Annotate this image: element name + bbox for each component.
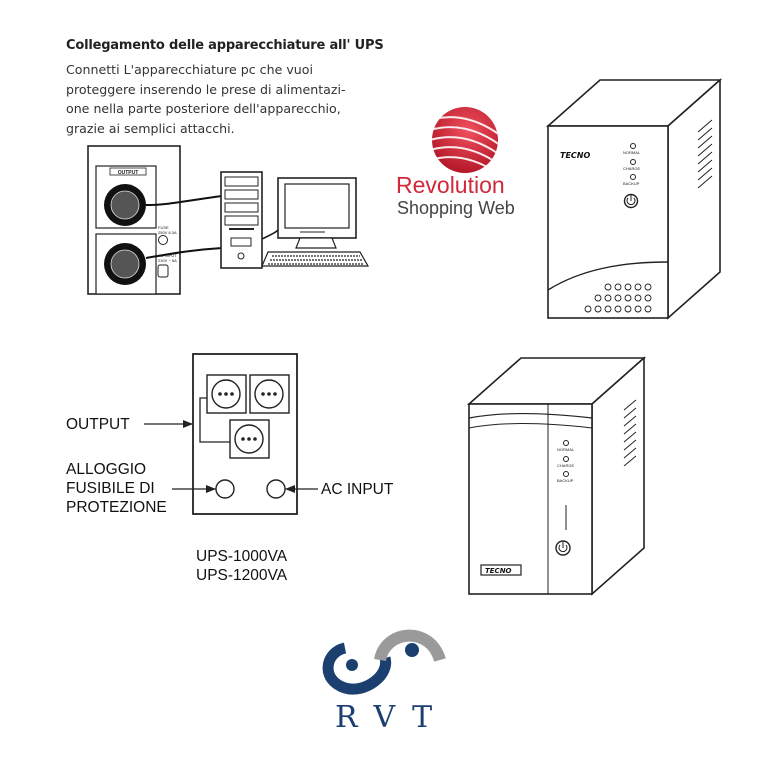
diagram-ac-input-label: AC INPUT <box>158 253 177 258</box>
diagram-fuse-rating: 250V 6.3A <box>158 230 177 235</box>
model-name: UPS-1200VA <box>196 567 288 584</box>
intro-line: grazie ai semplici attacchi. <box>66 120 235 136</box>
fuse-holder <box>158 235 168 245</box>
indicator-charge-top: CHARGE <box>623 166 640 171</box>
indicator-backup-bottom: BACKUP <box>557 478 574 483</box>
intro-line: proteggere inserendo le prese di aliment… <box>66 81 346 97</box>
indicator-backup-top: BACKUP <box>623 181 640 186</box>
intro-line: one nella parte posteriore dell'apparecc… <box>66 101 341 116</box>
diagram-output-label: OUTPUT <box>118 170 139 176</box>
rear-ac-input-label: AC INPUT <box>321 481 394 498</box>
intro-line: Connetti L'apparecchiature pc che vuoi <box>66 62 313 77</box>
page-title: Collegamento delle apparecchiature all' … <box>66 38 384 53</box>
indicator-charge-bottom: CHARGE <box>557 463 574 468</box>
diagram-ac-input-rating: 230V ~ 5A <box>158 258 177 263</box>
device-brand-top: TECNO <box>560 151 590 160</box>
diagram-fuse-label: FUSE <box>158 225 169 230</box>
indicator-normal-top: NORMAL <box>623 150 641 155</box>
indicator-normal-bottom: NORMAL <box>557 447 575 452</box>
ac-input-socket <box>157 264 169 278</box>
rear-fuse-label-line: FUSIBILE DI <box>66 480 155 497</box>
revolution-wordmark: Revolution <box>396 172 505 198</box>
rvt-wordmark: RVT <box>335 700 450 735</box>
rear-output-label: OUTPUT <box>66 416 130 433</box>
revolution-subtitle: Shopping Web <box>397 198 515 218</box>
intro-paragraph: Connetti L'apparecchiature pc che vuoi p… <box>66 60 396 138</box>
model-name: UPS-1000VA <box>196 548 288 565</box>
rear-fuse-label-line: PROTEZIONE <box>66 499 167 516</box>
device-brand-bottom: TECNO <box>485 567 512 575</box>
rear-fuse-label-line: ALLOGGIO <box>66 461 147 478</box>
